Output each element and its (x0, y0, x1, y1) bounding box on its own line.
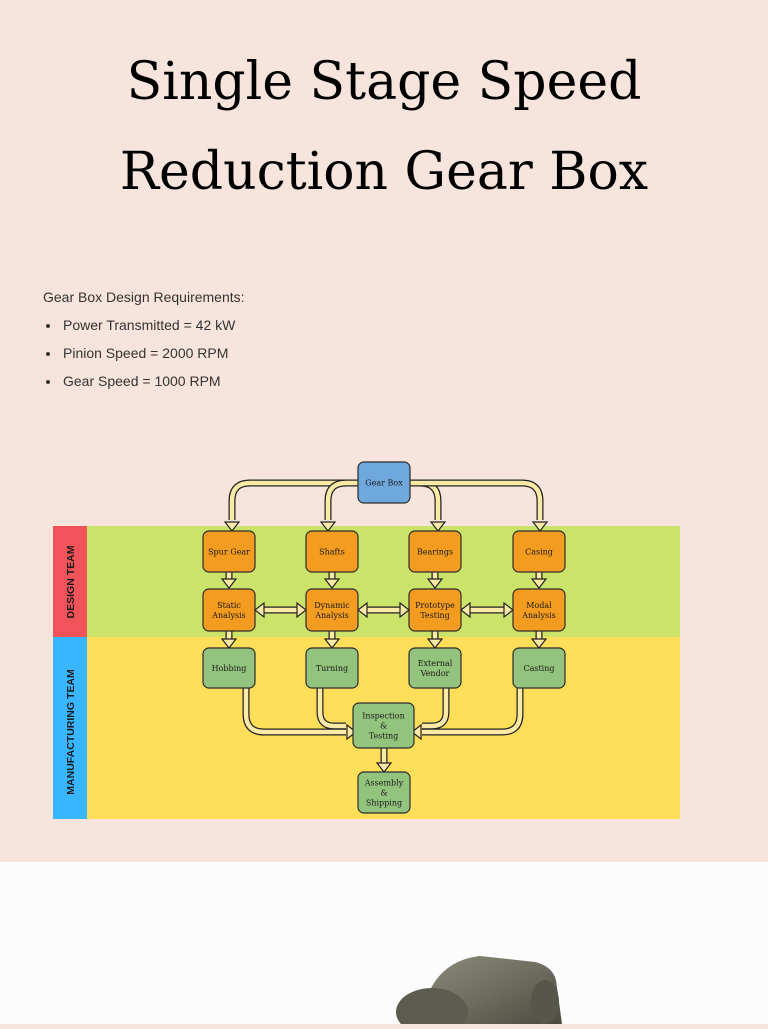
manufacturing-team-label: MANUFACTURING TEAM (65, 669, 77, 795)
node-label-static-analysis-2: Analysis (211, 611, 246, 620)
connector-vendor-inspection (422, 688, 450, 730)
gearbox-3d-preview (0, 862, 768, 1029)
arrowhead-analysis-right-1 (296, 601, 307, 619)
connector-gearbox-bearings (410, 479, 442, 520)
arrowhead-design-manufacturing-3 (426, 638, 444, 649)
node-label-turning-1: Turning (316, 664, 348, 673)
node-label-inspection-testing-3: Testing (369, 732, 399, 741)
arrowhead-design-manufacturing-2 (323, 638, 341, 649)
node-label-modal-analysis-1: Modal (526, 601, 552, 610)
arrowhead-design-vertical-4 (530, 578, 548, 589)
connector-casting-inspection (422, 688, 524, 736)
arrowhead-hobbing-inspection (346, 723, 357, 741)
node-label-spur-gear-1: Spur Gear (208, 548, 250, 557)
connector-gearbox-shafts (324, 479, 358, 520)
node-label-casing-1: Casing (525, 548, 553, 557)
node-label-external-vendor-2: Vendor (420, 669, 450, 678)
connector-turning-inspection (316, 688, 346, 730)
gearbox-process-diagram: DESIGN TEAM MANUFACTURING TEAM Gear BoxSp… (53, 461, 680, 819)
node-spur-gear: Spur Gear (202, 530, 256, 573)
node-label-inspection-testing-1: Inspection (362, 712, 405, 721)
node-casing: Casing (512, 530, 566, 573)
node-label-dynamic-analysis-1: Dynamic (314, 601, 350, 610)
node-label-shafts-1: Shafts (319, 548, 345, 557)
node-label-prototype-testing-1: Prototype (415, 601, 455, 610)
arrowhead-design-vertical-2 (323, 578, 341, 589)
requirement-power: Power Transmitted = 42 kW (61, 317, 245, 333)
requirements-list: Power Transmitted = 42 kW Pinion Speed =… (43, 317, 245, 389)
arrowhead-design-manufacturing-4 (530, 638, 548, 649)
arrowhead-spurgear (223, 521, 241, 532)
design-lane (53, 526, 680, 637)
arrowhead-analysis-right-2 (399, 601, 410, 619)
arrowhead-analysis-left-3 (460, 601, 471, 619)
node-label-prototype-testing-2: Testing (420, 611, 450, 620)
node-gear-box: Gear Box (357, 461, 411, 504)
requirement-gear-speed: Gear Speed = 1000 RPM (61, 373, 245, 389)
node-label-dynamic-analysis-2: Analysis (314, 611, 349, 620)
node-label-external-vendor-1: External (418, 659, 453, 668)
arrowhead-analysis-left-1 (254, 601, 265, 619)
arrowhead-inspection-assembly (375, 762, 393, 773)
design-lane-tag (53, 526, 87, 637)
arrowhead-bearings (429, 521, 447, 532)
requirement-pinion-speed: Pinion Speed = 2000 RPM (61, 345, 245, 361)
arrowhead-design-manufacturing-1 (220, 638, 238, 649)
arrowhead-design-vertical-1 (220, 578, 238, 589)
node-label-assembly-shipping-1: Assembly (364, 779, 404, 788)
node-turning: Turning (305, 647, 359, 689)
gearbox-model-image (396, 956, 562, 1029)
connector-gearbox-casing (410, 479, 544, 520)
node-hobbing: Hobbing (202, 647, 256, 689)
arrowhead-shafts (319, 521, 337, 532)
manufacturing-lane-tag (53, 637, 87, 819)
node-label-bearings-1: Bearings (417, 548, 453, 557)
arrowhead-analysis-right-3 (503, 601, 514, 619)
arrowhead-design-vertical-3 (426, 578, 444, 589)
node-shafts: Shafts (305, 530, 359, 573)
node-label-inspection-testing-2: & (380, 722, 387, 731)
node-label-modal-analysis-2: Analysis (521, 611, 556, 620)
node-label-static-analysis-1: Static (217, 601, 241, 610)
node-label-assembly-shipping-3: Shipping (366, 799, 402, 808)
node-inspection-testing: Inspection&Testing (352, 702, 415, 749)
node-label-casting-1: Casting (523, 664, 554, 673)
requirements-section: Gear Box Design Requirements: Power Tran… (43, 289, 245, 401)
node-assembly-shipping: Assembly&Shipping (357, 771, 411, 814)
connector-hobbing-inspection (242, 688, 346, 736)
connector-gearbox-spurgear (228, 479, 358, 520)
node-casting: Casting (512, 647, 566, 689)
node-bearings: Bearings (408, 530, 462, 573)
arrowhead-analysis-left-2 (357, 601, 368, 619)
page-title-line-1: Single Stage Speed (126, 52, 642, 112)
design-team-label: DESIGN TEAM (65, 545, 77, 618)
node-label-hobbing-1: Hobbing (212, 664, 247, 673)
arrowhead-casting-inspection (411, 723, 422, 741)
page-title-line-2: Reduction Gear Box (119, 142, 649, 202)
node-label-gear-box-1: Gear Box (365, 479, 403, 488)
node-label-assembly-shipping-2: & (380, 789, 387, 798)
requirements-heading: Gear Box Design Requirements: (43, 289, 245, 305)
arrowhead-casing (531, 521, 549, 532)
